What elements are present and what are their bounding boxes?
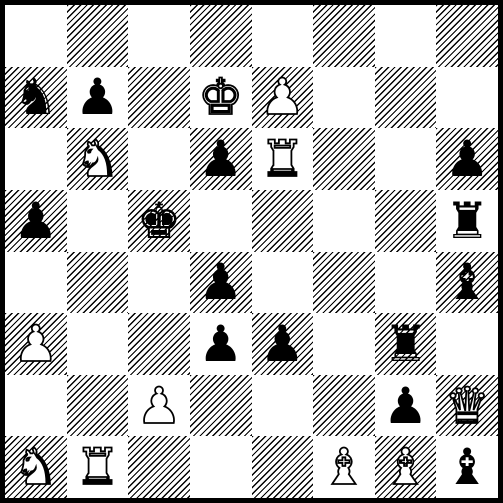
white-pawn-icon[interactable]: ♟	[128, 375, 190, 437]
square-h5[interactable]: ♜	[436, 190, 498, 252]
square-b8[interactable]	[67, 5, 129, 67]
square-f8[interactable]	[313, 5, 375, 67]
black-bishop-icon[interactable]: ♝	[436, 436, 498, 498]
square-g8[interactable]	[375, 5, 437, 67]
square-f6[interactable]	[313, 128, 375, 190]
square-d5[interactable]	[190, 190, 252, 252]
square-b5[interactable]	[67, 190, 129, 252]
white-rook-icon[interactable]: ♜	[252, 128, 314, 190]
square-a6[interactable]	[5, 128, 67, 190]
square-g2[interactable]: ♟	[375, 375, 437, 437]
square-c1[interactable]	[128, 436, 190, 498]
square-e5[interactable]	[252, 190, 314, 252]
black-pawn-icon[interactable]: ♟	[190, 252, 252, 314]
square-b2[interactable]	[67, 375, 129, 437]
white-rook-icon[interactable]: ♜	[67, 436, 129, 498]
square-a5[interactable]: ♟	[5, 190, 67, 252]
square-g7[interactable]	[375, 67, 437, 129]
black-pawn-icon[interactable]: ♟	[190, 128, 252, 190]
square-e4[interactable]	[252, 252, 314, 314]
square-g5[interactable]	[375, 190, 437, 252]
square-b7[interactable]: ♟	[67, 67, 129, 129]
square-a2[interactable]	[5, 375, 67, 437]
white-queen-icon[interactable]: ♛	[436, 375, 498, 437]
square-h1[interactable]: ♝	[436, 436, 498, 498]
square-e1[interactable]	[252, 436, 314, 498]
square-c4[interactable]	[128, 252, 190, 314]
white-pawn-icon[interactable]: ♟	[5, 313, 67, 375]
square-e6[interactable]: ♜	[252, 128, 314, 190]
square-f7[interactable]	[313, 67, 375, 129]
square-d2[interactable]	[190, 375, 252, 437]
black-pawn-icon[interactable]: ♟	[190, 313, 252, 375]
black-bishop-icon[interactable]: ♝	[436, 252, 498, 314]
square-f3[interactable]	[313, 313, 375, 375]
square-e8[interactable]	[252, 5, 314, 67]
square-d1[interactable]	[190, 436, 252, 498]
square-c8[interactable]	[128, 5, 190, 67]
square-c3[interactable]	[128, 313, 190, 375]
chess-board: ♞♟♚♟♞♟♜♟♟♚♜♟♝♟♟♟♜♟♟♛♞♜♝♝♝	[5, 5, 498, 498]
square-b1[interactable]: ♜	[67, 436, 129, 498]
square-a8[interactable]	[5, 5, 67, 67]
black-pawn-icon[interactable]: ♟	[67, 67, 129, 129]
black-pawn-icon[interactable]: ♟	[5, 190, 67, 252]
square-h4[interactable]: ♝	[436, 252, 498, 314]
black-rook-icon[interactable]: ♜	[375, 313, 437, 375]
square-g6[interactable]	[375, 128, 437, 190]
black-pawn-icon[interactable]: ♟	[252, 313, 314, 375]
white-knight-icon[interactable]: ♞	[67, 128, 129, 190]
square-c6[interactable]	[128, 128, 190, 190]
white-king-icon[interactable]: ♚	[190, 67, 252, 129]
white-bishop-icon[interactable]: ♝	[313, 436, 375, 498]
white-bishop-icon[interactable]: ♝	[375, 436, 437, 498]
square-d8[interactable]	[190, 5, 252, 67]
square-d6[interactable]: ♟	[190, 128, 252, 190]
square-g4[interactable]	[375, 252, 437, 314]
square-f1[interactable]: ♝	[313, 436, 375, 498]
square-e2[interactable]	[252, 375, 314, 437]
black-pawn-icon[interactable]: ♟	[375, 375, 437, 437]
square-a1[interactable]: ♞	[5, 436, 67, 498]
square-h3[interactable]	[436, 313, 498, 375]
square-e3[interactable]: ♟	[252, 313, 314, 375]
black-knight-icon[interactable]: ♞	[5, 67, 67, 129]
square-d4[interactable]: ♟	[190, 252, 252, 314]
square-d3[interactable]: ♟	[190, 313, 252, 375]
white-knight-icon[interactable]: ♞	[5, 436, 67, 498]
square-h2[interactable]: ♛	[436, 375, 498, 437]
black-king-icon[interactable]: ♚	[128, 190, 190, 252]
square-f4[interactable]	[313, 252, 375, 314]
square-c5[interactable]: ♚	[128, 190, 190, 252]
square-d7[interactable]: ♚	[190, 67, 252, 129]
square-c2[interactable]: ♟	[128, 375, 190, 437]
square-b4[interactable]	[67, 252, 129, 314]
square-f5[interactable]	[313, 190, 375, 252]
black-pawn-icon[interactable]: ♟	[436, 128, 498, 190]
square-g3[interactable]: ♜	[375, 313, 437, 375]
square-a7[interactable]: ♞	[5, 67, 67, 129]
square-g1[interactable]: ♝	[375, 436, 437, 498]
square-h7[interactable]	[436, 67, 498, 129]
black-rook-icon[interactable]: ♜	[436, 190, 498, 252]
square-f2[interactable]	[313, 375, 375, 437]
square-h6[interactable]: ♟	[436, 128, 498, 190]
square-h8[interactable]	[436, 5, 498, 67]
square-c7[interactable]	[128, 67, 190, 129]
square-e7[interactable]: ♟	[252, 67, 314, 129]
square-b3[interactable]	[67, 313, 129, 375]
white-pawn-icon[interactable]: ♟	[252, 67, 314, 129]
square-b6[interactable]: ♞	[67, 128, 129, 190]
square-a4[interactable]	[5, 252, 67, 314]
square-a3[interactable]: ♟	[5, 313, 67, 375]
